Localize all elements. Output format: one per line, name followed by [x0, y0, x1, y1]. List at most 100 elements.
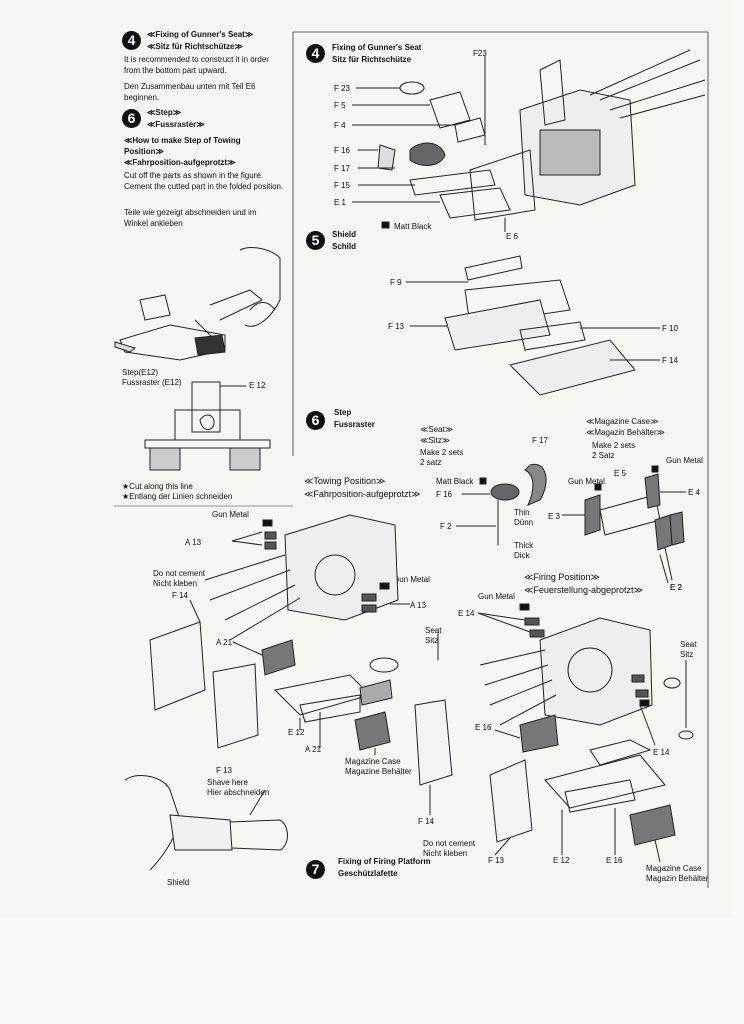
- firing-f13: F 13: [488, 856, 505, 865]
- firing-nocement-de: Nicht kleben: [423, 849, 468, 858]
- gun-metal-note-2: Gun Metal: [568, 477, 605, 486]
- part-f4: F 4: [334, 121, 346, 130]
- seat-label-en: ≪Seat≫: [420, 425, 454, 434]
- seat-label-de: ≪Sitz≫: [420, 436, 451, 445]
- towing-title-de: ≪Fahrposition-aufgeprotzt≫: [304, 489, 421, 499]
- part-f13-shield: F 13: [388, 322, 405, 331]
- firing-e2: E 2: [670, 583, 683, 592]
- step6-title-en: ≪Step≫: [147, 108, 182, 117]
- firing-seat-en: Seat: [680, 640, 697, 649]
- step-number-4-right: 4: [306, 44, 325, 63]
- towing-nocement-de: Nicht kleben: [153, 579, 198, 588]
- part-e4: E 4: [688, 488, 701, 497]
- step6-text-de: Teile wie gezeigt abschneiden und im Win…: [124, 208, 257, 228]
- step-number-6: 6: [122, 109, 141, 128]
- towing-seat-de: Sitz: [425, 636, 439, 645]
- part-e6: E 6: [506, 232, 519, 241]
- part-f2: F 2: [440, 522, 452, 531]
- step6-text-en: Cut off the parts as shown in the figure…: [124, 171, 284, 191]
- gun-metal-note-1: Gun Metal: [666, 456, 703, 465]
- step4-title-en: ≪Fixing of Gunner's Seat≫: [147, 30, 254, 39]
- firing-nocement-en: Do not cement: [423, 839, 476, 848]
- towing-seat-en: Seat: [425, 626, 442, 635]
- seat-make-de: 2 satz: [420, 458, 442, 467]
- step7-title-de: Geschützlafette: [338, 869, 398, 878]
- matt-black-note-2: Matt Black: [436, 477, 474, 486]
- step-number-5: 5: [306, 231, 325, 250]
- towing-a21-2: A 21: [305, 745, 322, 754]
- towing-gun-metal: Gun Metal: [212, 510, 249, 519]
- firing-mag-de: Magazin Behälter: [646, 874, 709, 883]
- part-e2: E 2: [670, 583, 683, 592]
- towing-f14: F 14: [172, 591, 189, 600]
- step6-subtitle-en: ≪How to make Step of Towing Position≫: [124, 136, 241, 156]
- towing-mag-de: Magazine Behälter: [345, 767, 412, 776]
- step4-text-en: It is recommended to construct it in ord…: [124, 55, 269, 75]
- shave-en: Shave here: [207, 778, 248, 787]
- magazine-label-en: ≪Magazine Case≫: [586, 417, 659, 426]
- step5-title-en: Shield: [332, 230, 357, 239]
- step4-title-de: ≪Sitz für Richtschütze≫: [147, 42, 243, 51]
- thick-label-en: Thick: [514, 541, 534, 550]
- step-e12-label-en: Step(E12): [122, 368, 159, 377]
- part-e5: E 5: [614, 469, 627, 478]
- magazine-make-en: Make 2 sets: [592, 441, 636, 450]
- thick-label-de: Dick: [514, 551, 530, 560]
- part-f16: F 16: [334, 146, 351, 155]
- thin-label-en: Thin: [514, 508, 530, 517]
- step-number-4: 4: [122, 31, 141, 50]
- magazine-label-de: ≪Magazin Behälter≫: [586, 428, 666, 437]
- shave-de: Hier abschneiden: [207, 788, 270, 797]
- step6-subtitle-de: ≪Fahrposition-aufgeprotzt≫: [124, 158, 236, 167]
- step-e12-label-de: Fussraster (E12): [122, 378, 182, 387]
- matt-black-note: Matt Black: [394, 222, 432, 231]
- firing-seat-de: Sitz: [680, 650, 694, 659]
- shield-label: Shield: [167, 878, 190, 887]
- e12-label: E 12: [249, 381, 266, 390]
- part-f15: F 15: [334, 181, 351, 190]
- firing-gun-metal: Gun Metal: [478, 592, 515, 601]
- firing-title-de: ≪Feuerstellung-abgeprotzt≫: [524, 585, 643, 595]
- seat-make-en: Make 2 sets: [420, 448, 464, 457]
- towing-mag-en: Magazine Case: [345, 757, 401, 766]
- part-f17-seat: F 17: [532, 436, 549, 445]
- towing-gun-metal-2: Gun Metal: [393, 575, 430, 584]
- towing-a21: A 21: [216, 638, 233, 647]
- part-f5: F 5: [334, 101, 346, 110]
- firing-f14: F 14: [418, 817, 435, 826]
- firing-e12: E 12: [553, 856, 570, 865]
- firing-mag-en: Magazine Case: [646, 864, 702, 873]
- part-f14-shield: F 14: [662, 356, 679, 365]
- part-e3: E 3: [548, 512, 561, 521]
- step5-title-de: Schild: [332, 242, 357, 251]
- step-number-7: 7: [306, 860, 325, 879]
- cut-note-de: ★Entlang der Linien schneiden: [122, 492, 233, 501]
- towing-a13: A 13: [185, 538, 202, 547]
- part-e1: E 1: [334, 198, 347, 207]
- step6-title-de: ≪Fussraster≫: [147, 120, 205, 129]
- part-f16-seat: F 16: [436, 490, 453, 499]
- part-f9: F 9: [390, 278, 402, 287]
- right-step4-title-de: Sitz für Richtschütze: [332, 55, 412, 64]
- towing-e12: E 12: [288, 728, 305, 737]
- part-f17: F 17: [334, 164, 351, 173]
- part-f23: F 23: [334, 84, 351, 93]
- step-number-6-right: 6: [306, 411, 325, 430]
- part-f23-top: F23: [473, 49, 487, 58]
- towing-a13-2: A 13: [410, 601, 427, 610]
- thin-label-de: Dünn: [514, 518, 534, 527]
- magazine-make-de: 2 Satz: [592, 451, 615, 460]
- firing-e14: E 14: [458, 609, 475, 618]
- firing-e16: E 16: [475, 723, 492, 732]
- step7-title-en: Fixing of Firing Platform: [338, 857, 431, 866]
- part-f10: F 10: [662, 324, 679, 333]
- towing-title-en: ≪Towing Position≫: [304, 476, 386, 486]
- right-step4-title-en: Fixing of Gunner's Seat: [332, 43, 422, 52]
